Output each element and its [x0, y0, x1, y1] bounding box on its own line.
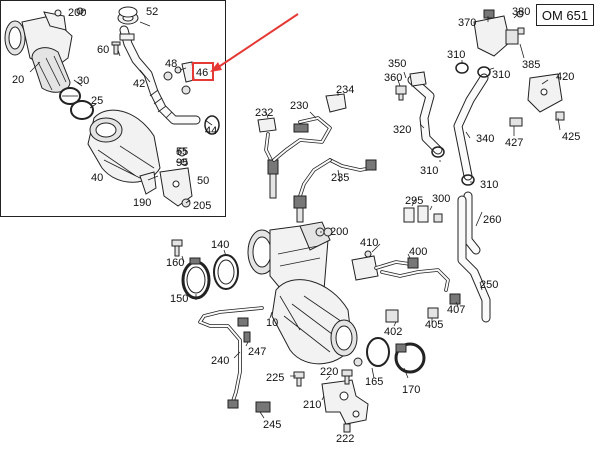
callout-427: 427 — [505, 137, 523, 149]
callout-50: 50 — [197, 175, 209, 187]
callout-52: 52 — [146, 6, 158, 18]
bracket-210 — [321, 379, 369, 425]
engine-code: OM 651 — [541, 7, 589, 23]
pressure-line-240 — [198, 306, 264, 409]
callout-234: 234 — [336, 84, 354, 96]
callout-350: 350 — [388, 58, 406, 70]
sensor-235 — [293, 158, 377, 223]
callout-310-b: 310 — [492, 69, 510, 81]
clip-360 — [395, 71, 427, 101]
callout-55: 55 — [176, 146, 188, 158]
callout-46: 46 — [196, 67, 208, 79]
valve-370 — [473, 9, 525, 57]
callout-60: 60 — [97, 44, 109, 56]
callout-190: 190 — [133, 197, 151, 209]
callout-420: 420 — [556, 71, 574, 83]
callout-30: 30 — [77, 75, 89, 87]
inset-catalytic-converter — [4, 9, 73, 93]
callout-200: 200 — [68, 7, 86, 19]
callout-150: 150 — [170, 293, 188, 305]
callout-320: 320 — [393, 124, 411, 136]
callout-410: 410 — [360, 237, 378, 249]
callout-300: 300 — [432, 193, 450, 205]
callout-310-a: 310 — [447, 49, 465, 61]
callout-295: 295 — [405, 195, 423, 207]
callout-42: 42 — [133, 78, 145, 90]
callout-220: 220 — [320, 366, 338, 378]
vacuum-hose-250 — [457, 195, 491, 323]
callout-200-main: 200 — [330, 226, 348, 238]
inset-leaders — [29, 9, 213, 204]
callout-230: 230 — [290, 100, 308, 112]
inset-exhaust-pipe — [117, 11, 220, 135]
callout-425: 425 — [562, 131, 580, 143]
callout-400: 400 — [409, 246, 427, 258]
callout-385: 385 — [522, 59, 540, 71]
clamp-150 — [181, 257, 211, 300]
particulate-filter-assembly — [247, 221, 358, 365]
callout-95: 95 — [176, 157, 188, 169]
vacuum-hose-340 — [453, 62, 491, 186]
callout-245: 245 — [263, 419, 281, 431]
callout-402: 402 — [384, 326, 402, 338]
callout-48: 48 — [165, 58, 177, 70]
callout-370: 370 — [458, 17, 476, 29]
vacuum-hose-320 — [407, 75, 445, 158]
inset-gasket-52 — [118, 6, 138, 18]
sensor-230 — [272, 116, 332, 162]
highlight-box-46 — [192, 62, 214, 81]
callout-170: 170 — [402, 384, 420, 396]
callout-165: 165 — [365, 376, 383, 388]
callout-40: 40 — [91, 172, 103, 184]
highlight-arrow-line — [213, 13, 299, 71]
vacuum-hose-260 — [463, 191, 481, 255]
callout-380: 380 — [512, 6, 530, 18]
callout-260: 260 — [483, 214, 501, 226]
callout-310-d: 310 — [480, 179, 498, 191]
callout-240: 240 — [211, 355, 229, 367]
callout-210: 210 — [303, 399, 321, 411]
clamp-160-bolt — [171, 239, 183, 257]
callout-340: 340 — [476, 133, 494, 145]
callout-225: 225 — [266, 372, 284, 384]
callout-140: 140 — [211, 239, 229, 251]
sensor-400 — [351, 250, 461, 323]
callout-405: 405 — [425, 319, 443, 331]
gasket-140 — [213, 254, 239, 290]
callout-310-c: 310 — [420, 165, 438, 177]
callout-205: 205 — [193, 200, 211, 212]
callout-44: 44 — [205, 125, 217, 137]
callout-235: 235 — [331, 172, 349, 184]
callout-232: 232 — [255, 107, 273, 119]
callout-247: 247 — [248, 346, 266, 358]
callout-360: 360 — [384, 72, 402, 84]
callout-labels: 20 200 52 60 42 48 46 30 25 44 55 95 40 … — [12, 6, 580, 445]
clips-295-300 — [403, 205, 443, 223]
callout-20: 20 — [12, 74, 24, 86]
bracket-420 — [509, 73, 565, 127]
callout-10: 10 — [266, 317, 278, 329]
callout-222: 222 — [336, 433, 354, 445]
inset-bolt-60 — [111, 41, 121, 55]
callout-160: 160 — [166, 257, 184, 269]
inset-particulate-filter — [59, 87, 161, 183]
engine-code-box: OM 651 — [536, 4, 594, 26]
main-leaders — [181, 13, 561, 432]
callout-250: 250 — [480, 279, 498, 291]
inset-frame — [0, 0, 226, 217]
connector-234 — [325, 93, 347, 113]
callout-25: 25 — [91, 95, 103, 107]
callout-407: 407 — [447, 304, 465, 316]
sensor-232 — [257, 117, 279, 199]
